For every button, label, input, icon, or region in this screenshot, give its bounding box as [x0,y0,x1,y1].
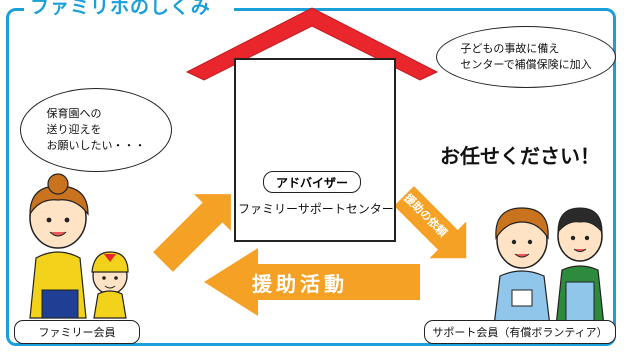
activity-arrow [204,248,420,316]
family-member-label-text: ファミリー会員 [38,326,116,339]
insurance-speech-bubble: 子どもの事故に備え センターで補償保険に加入 [436,26,616,88]
request-arrow [394,186,467,259]
support-member-label-text: サポート会員（有償ボランティア） [432,326,608,339]
page-title: ファミリホのしくみ [30,0,211,18]
mother-icon [29,173,89,319]
parent-speech-bubble: 保育園への 送り迎えを お願いしたい・・・ [20,88,172,172]
supporter-exclamation: お任せください！ [440,144,600,168]
advisor-label: アドバイザー [263,171,361,193]
insurance-note-text: 子どもの事故に備え センターで補償保険に加入 [460,42,592,71]
application-arrow [153,194,231,272]
support-center-name: ファミリーサポートセンター [238,202,394,216]
activity-arrow-label: 援助活動 [252,272,348,296]
supporter-man-icon [555,207,605,327]
support-center-box [234,58,396,242]
family-member-label: ファミリー会員 [14,320,140,344]
house-roof-icon [185,7,439,81]
title-background [24,0,234,18]
supporter-woman-icon [493,207,551,327]
support-member-label: サポート会員（有償ボランティア） [424,320,616,344]
child-icon [91,251,129,319]
parent-request-text: 保育園への 送り迎えを お願いしたい・・・ [46,107,146,152]
